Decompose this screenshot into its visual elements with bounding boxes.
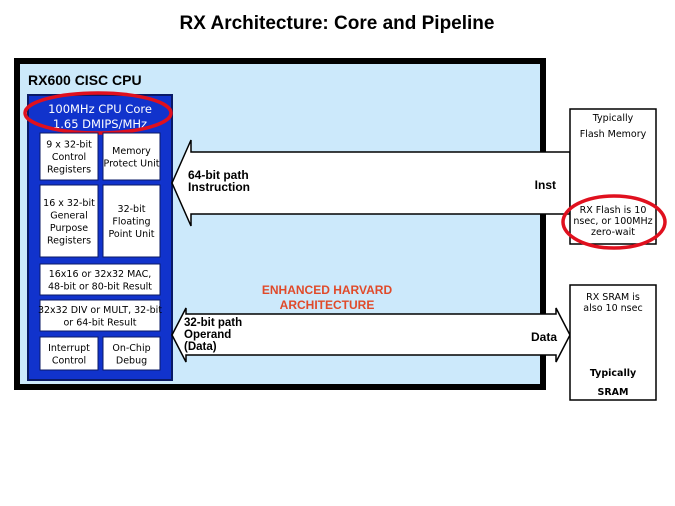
flash-note-3: zero-wait: [591, 227, 635, 238]
memory-protect-unit-block: [102, 132, 161, 181]
page-title: RX Architecture: Core and Pipeline: [180, 13, 495, 34]
core-line2: 1.65 DMIPS/MHz: [53, 117, 147, 131]
sram-note-2: also 10 nsec: [583, 303, 642, 314]
memory-protect-unit-label: Protect Unit: [104, 158, 160, 169]
memory-protect-unit-label: Memory: [112, 146, 151, 157]
interrupt-control-block: [39, 336, 99, 371]
general-purpose-registers-label: General: [50, 210, 87, 221]
data-label: Data: [531, 330, 557, 344]
div-mult-unit-label: 32x32 DIV or MULT, 32-bit: [38, 305, 162, 316]
interrupt-control-label: Control: [52, 355, 86, 366]
general-purpose-registers-label: Purpose: [50, 223, 88, 234]
instruction-path-label-2: Instruction: [188, 180, 250, 194]
sram-note-1: RX SRAM is: [586, 292, 640, 303]
on-chip-debug-label: Debug: [116, 355, 147, 366]
control-registers-block: [39, 132, 99, 181]
floating-point-unit-label: Point Unit: [109, 229, 155, 240]
control-registers-label: 9 x 32-bit: [46, 140, 92, 151]
instruction-path-label-1: 64-bit path: [188, 168, 249, 182]
cpu-label: RX600 CISC CPU: [28, 72, 142, 88]
floating-point-unit-label: 32-bit: [118, 204, 146, 215]
general-purpose-registers-block: [39, 184, 99, 258]
flash-highlight-ellipse: [561, 194, 667, 250]
mac-unit-block: [39, 263, 161, 296]
div-mult-unit-label: or 64-bit Result: [63, 317, 136, 328]
on-chip-debug-label: On-Chip: [112, 343, 150, 354]
sram-label-1: Typically: [590, 368, 637, 379]
on-chip-debug-block: [102, 336, 161, 371]
flash-label-2: Flash Memory: [580, 129, 647, 140]
control-registers-label: Registers: [47, 165, 91, 176]
data-path-label-1: 32-bit path: [184, 317, 242, 329]
data-path-label-2: Operand: [184, 329, 231, 341]
data-path-label-3: (Data): [184, 341, 217, 353]
general-purpose-registers-label: 16 x 32-bit: [43, 198, 95, 209]
flash-note-1: RX Flash is 10: [580, 205, 647, 216]
control-registers-label: Control: [52, 152, 86, 163]
mac-unit-label: 48-bit or 80-bit Result: [48, 281, 152, 292]
div-mult-unit-block: [39, 299, 161, 332]
inst-label: Inst: [535, 178, 556, 192]
flash-label-1: Typically: [592, 113, 634, 124]
general-purpose-registers-label: Registers: [47, 235, 91, 246]
core-line1: 100MHz CPU Core: [48, 102, 152, 116]
harvard-label-1: ENHANCED HARVARD: [262, 283, 393, 297]
floating-point-unit-block: [102, 184, 161, 258]
sram-label-2: SRAM: [598, 387, 629, 398]
interrupt-control-label: Interrupt: [48, 343, 90, 354]
sram-box: [569, 284, 657, 401]
mac-unit-label: 16x16 or 32x32 MAC,: [49, 269, 152, 280]
floating-point-unit-label: Floating: [112, 217, 150, 228]
flash-note-2: nsec, or 100MHz: [573, 216, 652, 227]
flash-memory-box: [569, 108, 657, 245]
harvard-label-2: ARCHITECTURE: [280, 298, 375, 312]
